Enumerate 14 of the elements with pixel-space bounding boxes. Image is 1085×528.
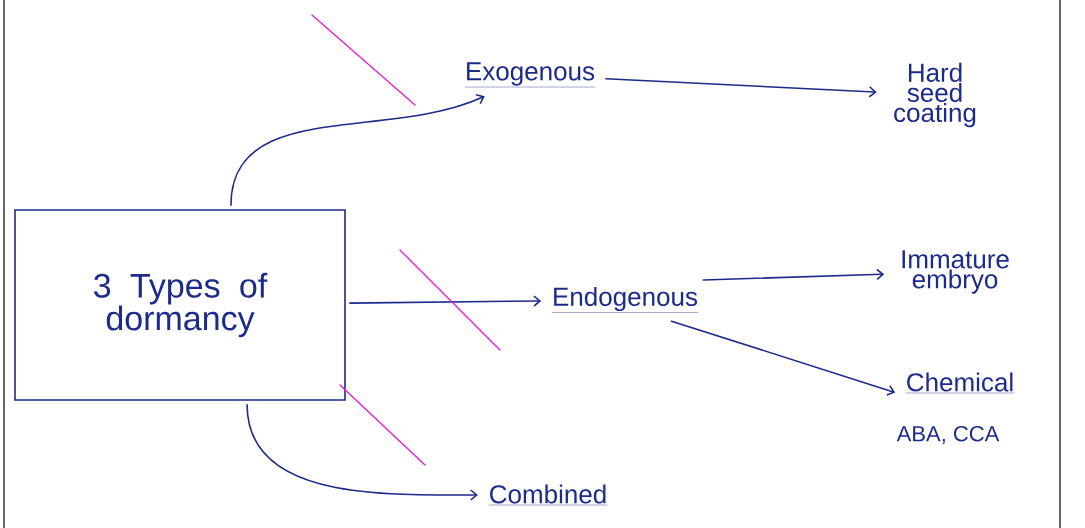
arrow <box>702 268 885 281</box>
beside-label: ABA, CCA <box>896 425 1000 445</box>
node-label: Exogenous <box>464 62 596 88</box>
arrow <box>349 295 542 307</box>
node-label: Hard seed coating <box>894 62 976 128</box>
arrow <box>605 77 877 98</box>
node-label: Immature embryo <box>902 250 1009 294</box>
node-label: Combined <box>488 484 608 506</box>
node-label: Endogenous <box>551 286 699 313</box>
arrow <box>230 93 485 206</box>
arrow <box>670 320 896 396</box>
arrow <box>246 404 478 501</box>
process-box: 3 Types of dormancy <box>14 209 346 401</box>
node-label: Chemical <box>905 372 1015 394</box>
